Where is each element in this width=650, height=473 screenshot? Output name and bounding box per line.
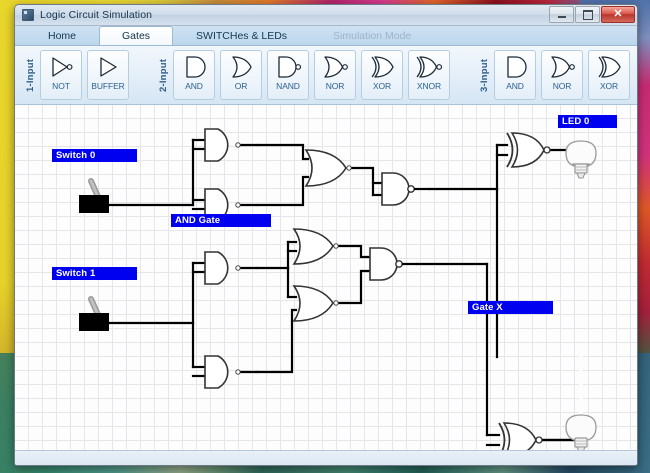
switch-0[interactable] <box>79 178 109 213</box>
xor-gate-icon <box>598 56 621 78</box>
group-label-3-input: 3-Input <box>479 58 490 92</box>
tab-switches-leds[interactable]: SWITCHes & LEDs <box>196 30 288 42</box>
toolbar-group-1-input: 1-Input NOT BUFFER <box>23 50 134 100</box>
gate-button-xor-3[interactable]: XOR <box>588 50 630 100</box>
tab-home[interactable]: Home <box>48 30 77 42</box>
gate-button-label: NOR <box>552 81 572 91</box>
and-gate-4[interactable] <box>204 355 258 389</box>
or-gate-1[interactable] <box>304 149 352 187</box>
toolbar-group-2-input: 2-Input AND OR NAND <box>156 50 455 100</box>
and-gate-icon <box>186 56 206 78</box>
and-gate-icon <box>507 56 527 78</box>
nor-gate-icon <box>551 56 575 78</box>
gate-button-label: XNOR <box>416 81 442 91</box>
gate-button-and-2[interactable]: AND <box>173 50 215 100</box>
nor-gate-icon <box>324 56 348 78</box>
minimize-button[interactable] <box>549 6 574 23</box>
led-0[interactable] <box>565 140 597 179</box>
gate-button-label: NAND <box>276 81 300 91</box>
circuit-diagram <box>79 128 597 450</box>
gate-button-not[interactable]: NOT <box>40 50 82 100</box>
gate-button-nor-2[interactable]: NOR <box>314 50 356 100</box>
xor-gate-icon <box>371 56 394 78</box>
gate-button-label: NOT <box>52 81 70 91</box>
switch-1[interactable] <box>79 296 109 331</box>
switch-0-label[interactable]: Switch 0 <box>52 149 137 162</box>
toolbar-group-3-input: 3-Input AND NOR XOR <box>477 50 635 100</box>
group-label-1-input: 1-Input <box>25 58 36 92</box>
xnor-gate-x[interactable] <box>498 422 543 450</box>
buffer-gate-icon <box>100 57 117 77</box>
tab-simulation-mode[interactable]: Simulation Mode <box>333 30 412 42</box>
gate-button-nor-3[interactable]: NOR <box>541 50 583 100</box>
xnor-gate-icon <box>416 56 443 78</box>
nand-gate-icon <box>278 56 302 78</box>
gate-button-nand-2[interactable]: NAND <box>267 50 309 100</box>
gate-button-label: BUFFER <box>91 81 125 91</box>
gate-button-and-3[interactable]: AND <box>494 50 536 100</box>
gate-x-label[interactable]: Gate X <box>468 301 553 314</box>
led-0-label[interactable]: LED 0 <box>558 115 617 128</box>
application-window: Logic Circuit Simulation ✕ Home Gates SW… <box>14 4 638 466</box>
maximize-button[interactable] <box>575 6 600 23</box>
gate-button-label: XOR <box>599 81 619 91</box>
circuit-canvas[interactable]: Switch 0 Switch 1 AND Gate Gate X LED 0 <box>15 105 637 451</box>
not-gate-icon <box>52 57 73 77</box>
gate-button-xnor-2[interactable]: XNOR <box>408 50 450 100</box>
or-gate-2[interactable] <box>292 228 339 265</box>
status-bar <box>15 451 637 465</box>
gates-toolbar: 1-Input NOT BUFFER 2-Input <box>15 46 637 105</box>
and-gate-1[interactable] <box>204 128 258 162</box>
xnor-gate-out[interactable] <box>506 132 551 168</box>
tab-gates[interactable]: Gates <box>99 26 174 45</box>
led-1[interactable] <box>565 414 597 450</box>
nand-gate-2[interactable] <box>369 247 417 281</box>
wire-group <box>106 138 583 447</box>
group-label-2-input: 2-Input <box>158 58 169 92</box>
gate-button-label: XOR <box>372 81 392 91</box>
and-gate-3[interactable] <box>204 251 258 285</box>
gate-button-or-2[interactable]: OR <box>220 50 262 100</box>
title-bar[interactable]: Logic Circuit Simulation ✕ <box>15 5 637 26</box>
window-title: Logic Circuit Simulation <box>40 9 153 21</box>
or-gate-3[interactable] <box>292 285 339 322</box>
gate-button-xor-2[interactable]: XOR <box>361 50 403 100</box>
gate-button-label: AND <box>506 81 524 91</box>
nand-gate-1[interactable] <box>381 172 429 206</box>
switch-1-label[interactable]: Switch 1 <box>52 267 137 280</box>
or-gate-icon <box>232 56 252 78</box>
window-controls: ✕ <box>548 6 635 23</box>
app-icon <box>22 9 34 21</box>
gate-button-label: OR <box>234 81 248 91</box>
gate-button-label: NOR <box>325 81 345 91</box>
gate-button-buffer[interactable]: BUFFER <box>87 50 129 100</box>
close-button[interactable]: ✕ <box>601 6 635 23</box>
and-gate-label[interactable]: AND Gate <box>171 214 271 227</box>
ribbon-tab-bar: Home Gates SWITCHes & LEDs Simulation Mo… <box>15 26 637 46</box>
gate-button-label: AND <box>185 81 203 91</box>
